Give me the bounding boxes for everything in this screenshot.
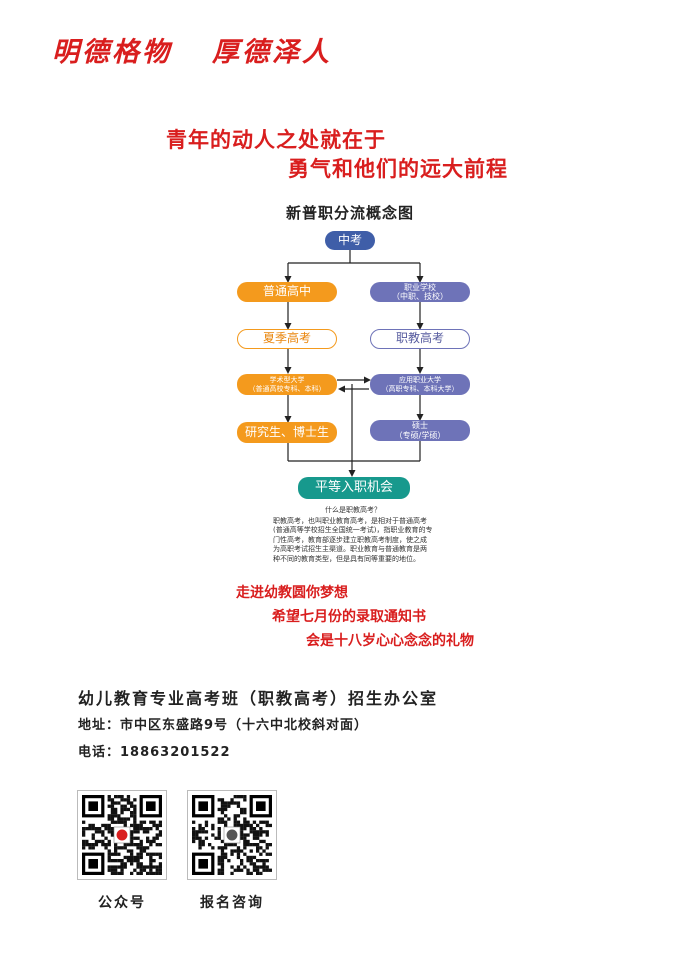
node-shuoshi-line2: （专硕/学硕） [394, 430, 446, 440]
node-putong: 普通高中 [237, 282, 337, 302]
verse-line-1: 走进幼教圆你梦想 [236, 585, 348, 601]
header-motto: 明德格物 厚德泽人 [52, 30, 332, 69]
qr-code-icon [192, 795, 272, 875]
verse-line-3: 会是十八岁心心念念的礼物 [306, 633, 474, 649]
motto-right: 厚德泽人 [212, 37, 332, 68]
qr-code-icon [82, 795, 162, 875]
qr-code-official-account [77, 790, 167, 880]
office-address: 地址：市中区东盛路9号（十六中北校斜对面） [78, 718, 369, 733]
node-zhijiao-label: 职教高考 [395, 331, 444, 346]
node-yingyong: 应用职业大学 （高职专科、本科大学） [370, 374, 470, 395]
node-xueshu-line1: 学术型大学 [269, 376, 305, 385]
explanation-text: 职教高考，也叫职业教育高考，是相对于普通高考(普通高等学校招生全国统一考试)，指… [273, 516, 433, 563]
diagram-explanation: 什么是职教高考？ 职教高考，也叫职业教育高考，是相对于普通高考(普通高等学校招生… [273, 506, 433, 565]
node-shuoshi: 硕士 （专硕/学硕） [370, 420, 470, 441]
slogan-line-1: 青年的动人之处就在于 [166, 128, 386, 152]
node-xiaji: 夏季高考 [237, 329, 337, 349]
node-yingyong-line1: 应用职业大学 [399, 376, 441, 385]
node-zhiye-line1: 职业学校 [404, 282, 436, 292]
node-xueshu-line2: （普通高校专科、本科） [248, 384, 326, 393]
node-xueshu: 学术型大学 （普通高校专科、本科） [237, 374, 337, 395]
node-zhongkao-label: 中考 [337, 232, 362, 247]
explanation-question: 什么是职教高考？ [325, 506, 381, 514]
motto-left: 明德格物 [52, 37, 172, 68]
node-pingdeng: 平等入职机会 [298, 477, 410, 499]
node-putong-label: 普通高中 [262, 284, 311, 299]
qr-label-registration: 报名咨询 [200, 895, 264, 911]
node-yanjiusheng: 研究生、博士生 [237, 422, 337, 443]
node-shuoshi-line1: 硕士 [412, 421, 428, 431]
node-yingyong-line2: （高职专科、本科大学） [381, 384, 459, 393]
node-yanjiusheng-label: 研究生、博士生 [244, 424, 329, 439]
diagram-title: 新普职分流概念图 [285, 204, 414, 222]
slogan-line-2: 勇气和他们的远大前程 [288, 157, 508, 181]
qr-label-official-account: 公众号 [98, 895, 146, 911]
node-zhongkao: 中考 [325, 231, 375, 250]
verse-line-2: 希望七月份的录取通知书 [272, 609, 426, 625]
node-zhiye: 职业学校 （中职、技校） [370, 282, 470, 302]
node-zhijiao: 职教高考 [370, 329, 470, 349]
office-phone: 电话：18863201522 [78, 745, 231, 760]
node-zhiye-line2: （中职、技校） [392, 292, 448, 301]
office-title: 幼儿教育专业高考班（职教高考）招生办公室 [78, 689, 439, 708]
node-pingdeng-label: 平等入职机会 [314, 479, 393, 495]
qr-code-registration [187, 790, 277, 880]
node-xiaji-label: 夏季高考 [262, 331, 311, 346]
